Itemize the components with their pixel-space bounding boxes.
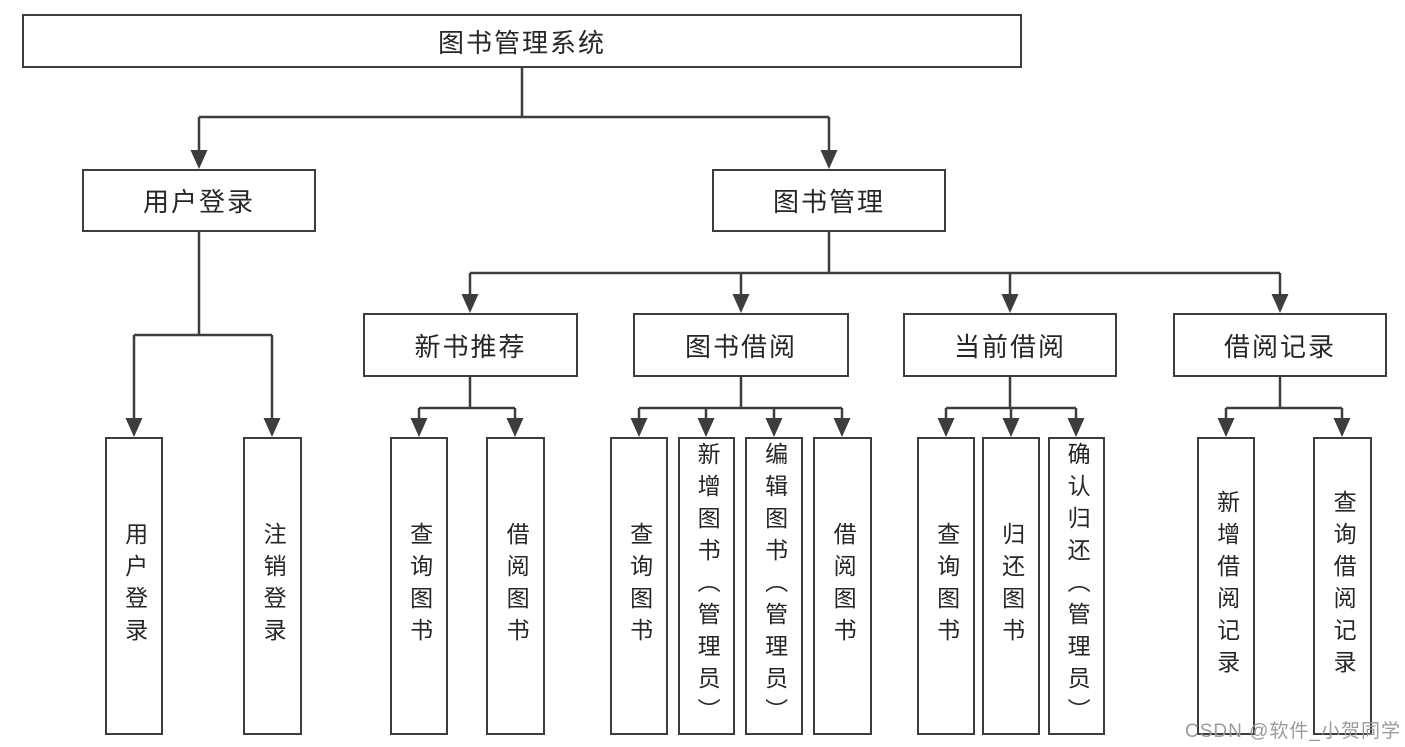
node-new-book-recommend: 新书推荐 [363, 313, 578, 377]
leaf-query-books-borrowing-label: 查询图书 [626, 522, 653, 650]
node-library-management-system-label: 图书管理系统 [437, 27, 606, 58]
node-book-management: 图书管理 [712, 169, 946, 232]
leaf-borrow-books-recommend-label: 借阅图书 [503, 522, 530, 650]
leaf-edit-book-admin: 编辑图书（管理员） [745, 437, 803, 735]
node-book-borrowing-label: 图书借阅 [684, 331, 797, 362]
leaf-query-borrow-record-label: 查询借阅记录 [1330, 490, 1357, 682]
leaf-query-books-recommend: 查询图书 [390, 437, 448, 735]
node-borrowing-records: 借阅记录 [1173, 313, 1387, 377]
leaf-logout-label: 注销登录 [260, 522, 287, 650]
leaf-add-book-admin-label: 新增图书（管理员） [694, 442, 721, 730]
leaf-add-borrow-record: 新增借阅记录 [1197, 437, 1255, 735]
node-book-management-label: 图书管理 [772, 187, 885, 217]
leaf-borrow-books-borrowing-label: 借阅图书 [830, 522, 857, 650]
node-current-borrowing-label: 当前借阅 [953, 331, 1066, 362]
leaf-borrow-books-borrowing: 借阅图书 [813, 437, 872, 735]
node-user-login: 用户登录 [82, 169, 316, 232]
leaf-query-books-current: 查询图书 [917, 437, 975, 735]
node-library-management-system: 图书管理系统 [22, 14, 1022, 68]
node-book-borrowing: 图书借阅 [633, 313, 849, 377]
node-new-book-recommend-label: 新书推荐 [414, 331, 527, 362]
leaf-user-login: 用户登录 [105, 437, 163, 735]
watermark: CSDN @软件_小贺同学 [1185, 721, 1401, 742]
leaf-query-borrow-record: 查询借阅记录 [1313, 437, 1372, 735]
leaf-borrow-books-recommend: 借阅图书 [486, 437, 545, 735]
leaf-user-login-label: 用户登录 [121, 522, 148, 650]
node-current-borrowing: 当前借阅 [903, 313, 1117, 377]
leaf-return-books: 归还图书 [982, 437, 1040, 735]
leaf-confirm-return-admin: 确认归还（管理员） [1048, 437, 1105, 735]
leaf-confirm-return-admin-label: 确认归还（管理员） [1064, 442, 1091, 730]
leaf-add-borrow-record-label: 新增借阅记录 [1213, 490, 1240, 682]
leaf-query-books-current-label: 查询图书 [933, 522, 960, 650]
leaf-logout: 注销登录 [243, 437, 302, 735]
leaf-query-books-recommend-label: 查询图书 [406, 522, 433, 650]
leaf-add-book-admin: 新增图书（管理员） [678, 437, 735, 735]
leaf-return-books-label: 归还图书 [998, 522, 1025, 650]
node-borrowing-records-label: 借阅记录 [1223, 331, 1336, 362]
leaf-edit-book-admin-label: 编辑图书（管理员） [761, 442, 788, 730]
node-user-login-label: 用户登录 [142, 187, 255, 217]
leaf-query-books-borrowing: 查询图书 [610, 437, 668, 735]
